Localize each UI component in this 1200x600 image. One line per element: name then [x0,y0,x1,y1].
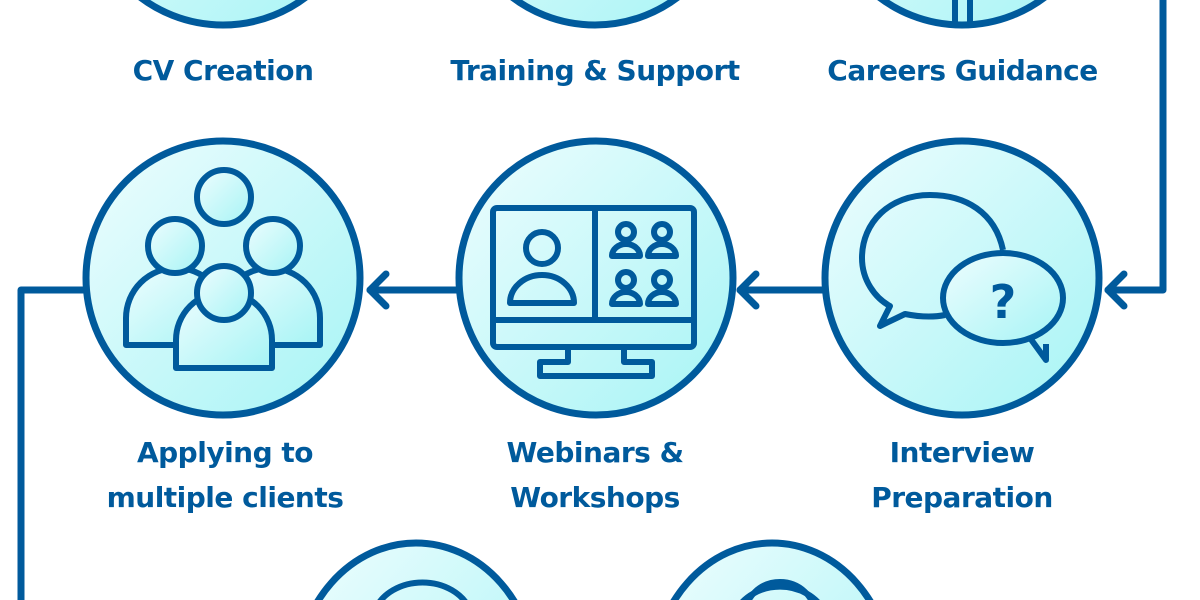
video-conference-monitor-icon [490,205,697,379]
group-of-people-icon [123,167,323,371]
fingerprint-icon [377,579,468,600]
step-label-applying-line2: multiple clients [106,481,344,514]
connector-applying-down [17,286,86,600]
bottom-left-circle [314,539,518,600]
arrowhead-applying [366,270,390,310]
training-support-circle [510,0,680,29]
step-label-cv-creation: CV Creation [132,54,314,87]
step-label-webinars-line2: Workshops [510,481,680,514]
step-label-webinars: Webinars & Workshops [445,430,745,520]
svg-text:?: ? [990,275,1017,329]
fingerprint-icon [740,579,820,600]
bottom-right-circle [670,539,874,600]
step-label-careers-guidance: Careers Guidance [827,54,1098,87]
step-label-training-support: Training & Support [450,54,740,87]
arrowhead-webinars [736,270,760,310]
speech-bubbles-question-icon: ? [859,192,1066,363]
arrowhead-interview [1104,270,1128,310]
step-label-interview-line1: Interview [889,436,1035,469]
connector-careers-to-interview [1104,0,1167,294]
step-label-interview: Interview Preparation [812,430,1112,520]
step-label-applying: Applying to multiple clients [60,430,390,520]
careers-guidance-icon [952,0,973,22]
cv-creation-circle [138,0,308,29]
step-label-interview-line2: Preparation [871,481,1053,514]
careers-guidance-circle [877,0,1047,29]
step-label-applying-line1: Applying to [136,436,314,469]
step-label-webinars-line1: Webinars & [506,436,685,469]
